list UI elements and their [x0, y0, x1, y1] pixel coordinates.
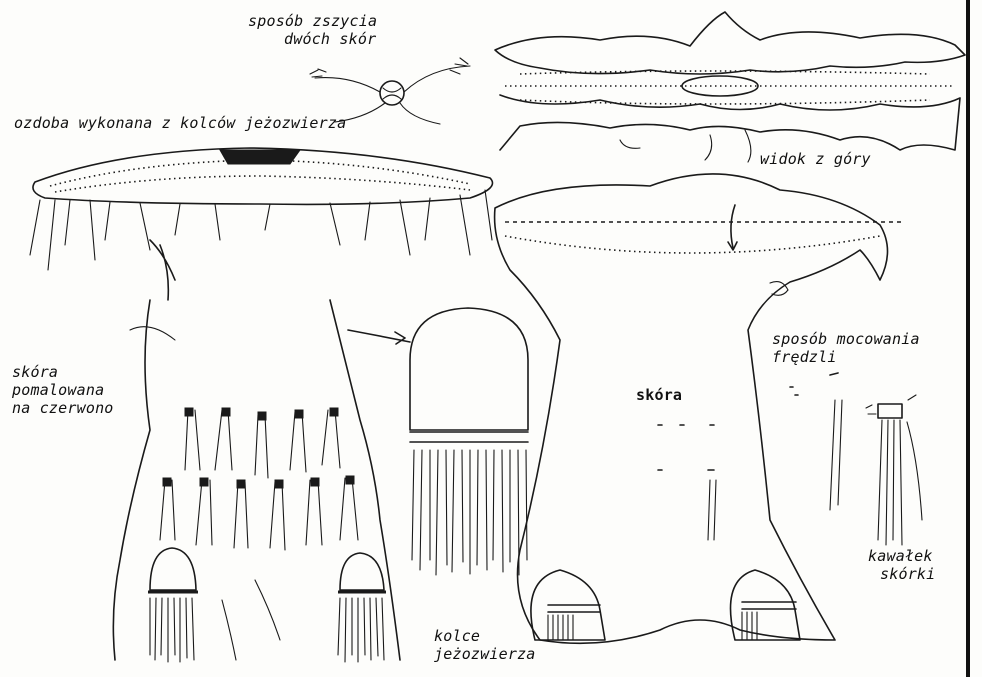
label-porcupine-decoration: ozdoba wykonana z kolców jeżozwierza [14, 114, 346, 132]
label-sewing-method: sposób zszycia dwóch skór [248, 12, 377, 48]
label-skin: skóra [636, 386, 682, 404]
label-fringe-attachment: sposób mocowania frędzli [772, 330, 920, 366]
top-view-sketch [495, 12, 965, 162]
back-view-garment [495, 174, 905, 643]
fringe-attachment-detail [790, 373, 922, 545]
label-sewing-method-line1: sposób zszycia [248, 12, 377, 30]
label-top-view: widok z góry [760, 150, 871, 168]
label-porcupine-quills: kolce jeżozwierza [434, 627, 536, 663]
label-painted-skin: skóra pomalowana na czerwono [12, 363, 114, 417]
quill-panel-enlarged [410, 308, 528, 575]
label-skin-piece: kawałek skórki [868, 547, 935, 583]
label-sewing-method-line2: dwóch skór [248, 30, 376, 48]
